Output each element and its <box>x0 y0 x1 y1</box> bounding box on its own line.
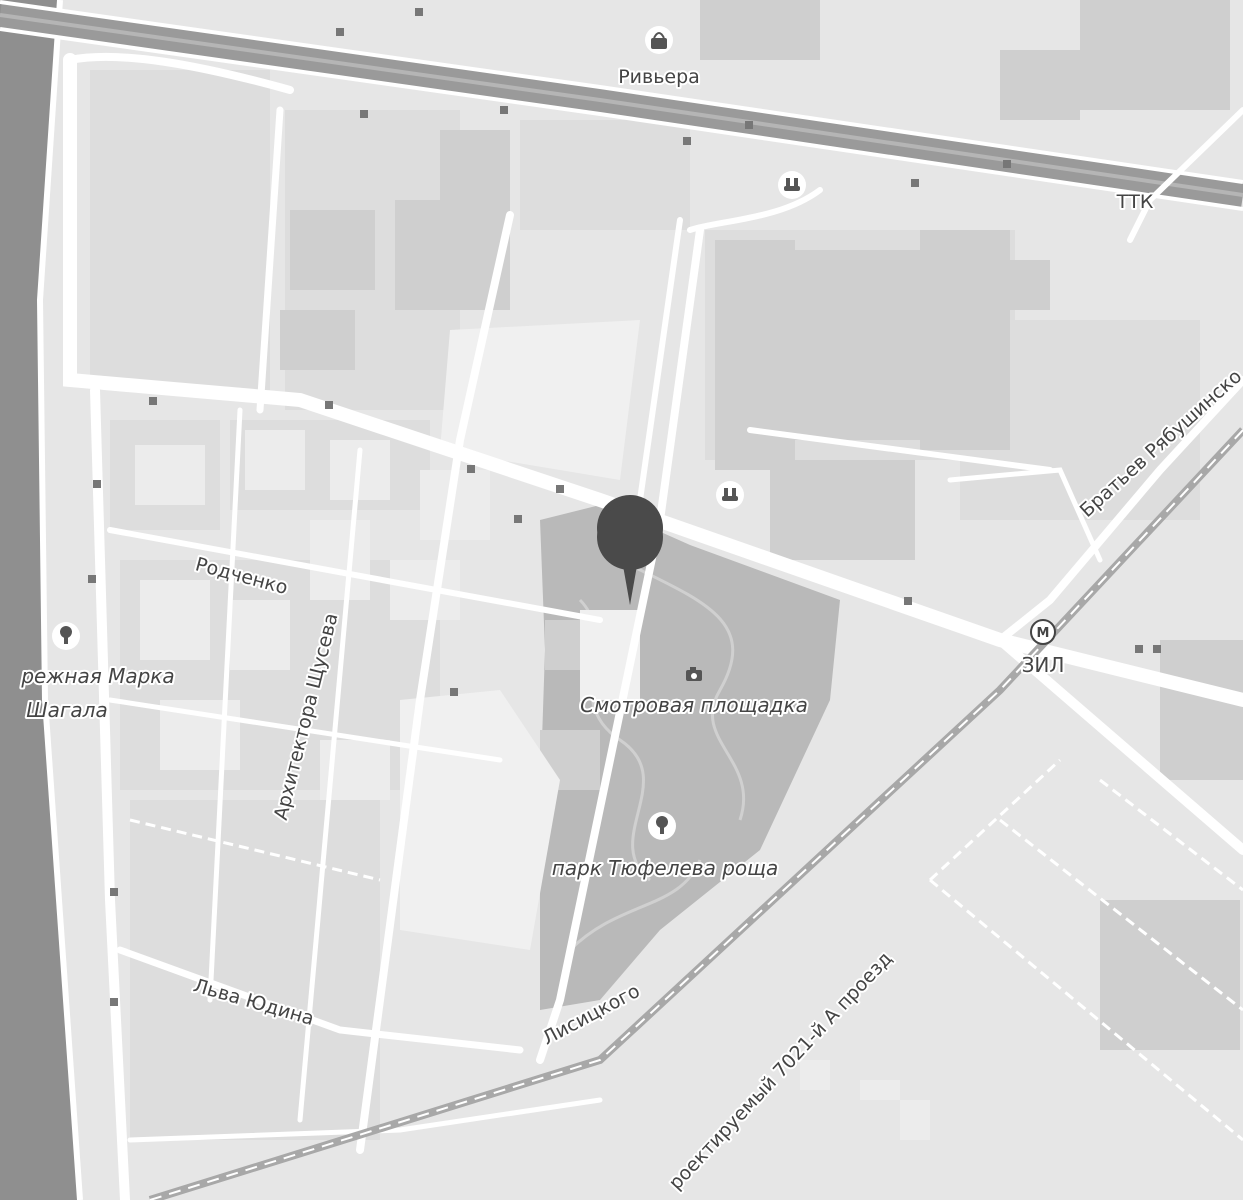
metro-icon: М <box>1037 626 1050 641</box>
proposed-roads <box>129 758 1243 1142</box>
river-embankment <box>36 0 83 1200</box>
location-pin-icon[interactable] <box>597 494 663 605</box>
shopping-bag-icon <box>651 32 667 49</box>
poi-riviera-label: Ривьера <box>618 66 700 88</box>
poi-riviera[interactable]: Ривьера <box>616 26 702 90</box>
metro-station-zil[interactable]: М ЗИЛ <box>1020 619 1066 679</box>
transit-stops <box>88 8 1161 1006</box>
poi-chagall-label-line1: режная Марка <box>20 664 174 688</box>
ev-charging-station-1[interactable] <box>778 171 806 199</box>
poi-observation-deck-label: Смотровая площадка <box>580 693 808 717</box>
city-blocks <box>90 70 1200 1140</box>
river <box>0 0 80 1200</box>
tree-icon <box>656 816 668 834</box>
camera-icon <box>686 667 702 681</box>
poi-chagall-label-line2: Шагала <box>26 698 107 722</box>
ev-charging-icon <box>784 178 800 191</box>
poi-park-label: парк Тюфелева роща <box>552 856 778 880</box>
ev-charging-icon <box>722 488 738 501</box>
light-buildings <box>400 320 640 950</box>
poi-chagall-embankment[interactable]: режная Марка Шагала <box>18 622 177 724</box>
roads <box>63 52 1243 1200</box>
poi-observation-deck[interactable]: Смотровая площадка <box>578 667 810 719</box>
ev-charging-station-2[interactable] <box>716 481 744 509</box>
poi-park[interactable]: парк Тюфелева роща <box>550 812 780 882</box>
metro-station-label: ЗИЛ <box>1022 653 1065 677</box>
tree-icon <box>60 626 72 644</box>
small-blocks <box>135 430 930 1140</box>
street-label-ttk: ТТК <box>1116 191 1154 213</box>
